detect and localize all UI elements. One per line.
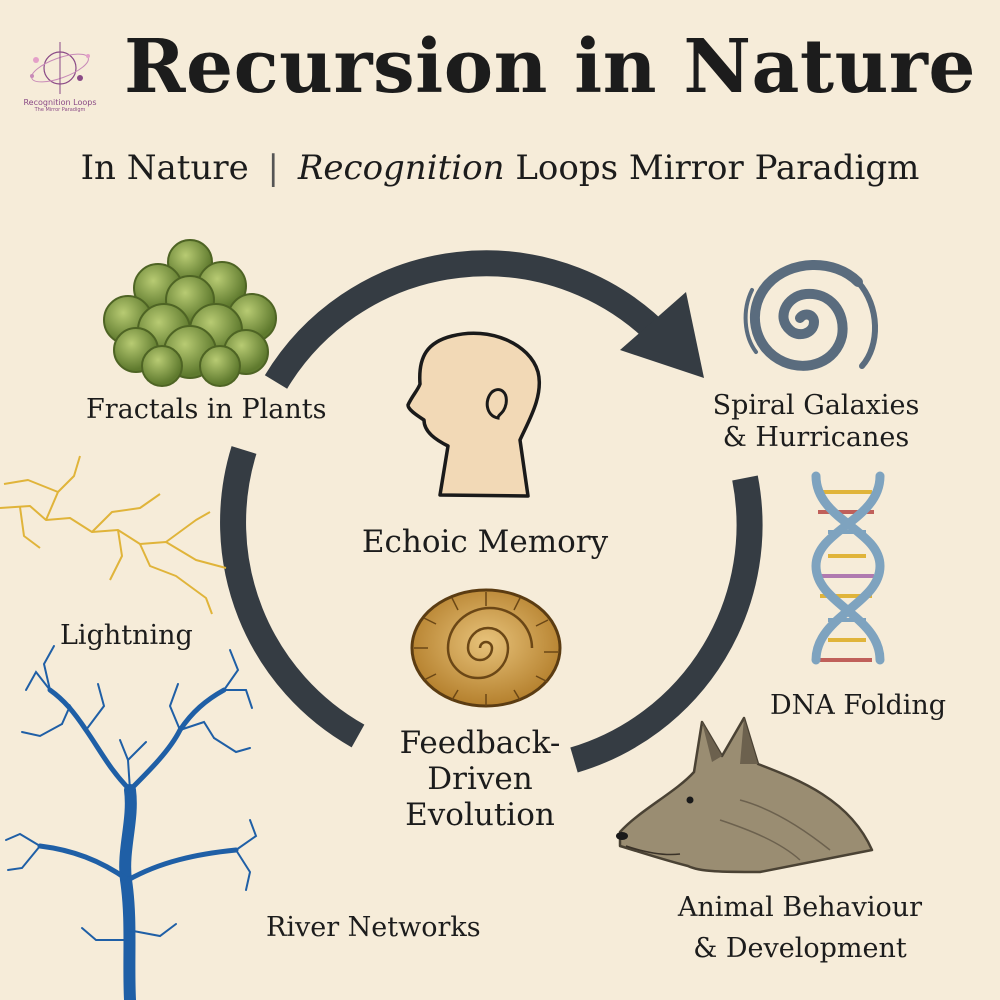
loop-arrow bbox=[220, 250, 763, 773]
loop-arrow-left-arc bbox=[220, 446, 365, 748]
label-feedback-line2: Driven bbox=[427, 760, 533, 797]
logo-name: Recognition Loops bbox=[23, 98, 97, 107]
label-fractals-in-plants: Fractals in Plants bbox=[86, 394, 327, 425]
label-animal-line1: Animal Behaviour bbox=[677, 892, 923, 923]
romanesco-plant-icon bbox=[103, 239, 277, 387]
label-animal-behaviour: Animal Behaviour & Development bbox=[660, 888, 940, 969]
label-echoic-memory: Echoic Memory bbox=[361, 524, 609, 560]
label-spiral-galaxies: Spiral Galaxies & Hurricanes bbox=[696, 390, 936, 455]
loop-arrow-top-arc bbox=[264, 250, 672, 389]
subtitle-rest: Loops Mirror Paradigm bbox=[515, 148, 920, 188]
label-dna-folding: DNA Folding bbox=[770, 690, 947, 721]
ammonite-shell-icon bbox=[410, 588, 562, 708]
subtitle-emphasis: Recognition bbox=[297, 148, 505, 188]
loop-arrow-head bbox=[620, 292, 704, 378]
subtitle-separator: | bbox=[267, 148, 279, 188]
dna-helix-icon bbox=[811, 471, 885, 665]
label-spiral-galaxies-line2: & Hurricanes bbox=[722, 422, 910, 454]
lightning-icon bbox=[0, 455, 227, 615]
loop-arrow-right-arc bbox=[570, 475, 763, 773]
page-title: Recursion in Nature bbox=[124, 24, 976, 110]
label-lightning: Lightning bbox=[60, 620, 193, 651]
recognition-loops-logo bbox=[30, 42, 90, 94]
label-feedback-line3: Evolution bbox=[405, 796, 555, 833]
label-river-networks: River Networks bbox=[266, 912, 481, 943]
label-animal-line2: & Development bbox=[693, 932, 907, 964]
wolf-head-icon bbox=[616, 716, 874, 874]
logo-tagline: The Mirror Paradigm bbox=[34, 107, 86, 113]
spiral-galaxy-icon bbox=[743, 260, 878, 371]
head-profile-icon bbox=[406, 331, 541, 498]
label-spiral-galaxies-line1: Spiral Galaxies bbox=[712, 390, 920, 421]
label-feedback-driven-evolution: Feedback- Driven Evolution bbox=[380, 725, 580, 834]
river-network-icon bbox=[5, 645, 258, 1000]
page-subtitle: In Nature | Recognition Loops Mirror Par… bbox=[0, 148, 1000, 188]
subtitle-lead: In Nature bbox=[80, 148, 249, 188]
label-feedback-line1: Feedback- bbox=[399, 725, 561, 761]
